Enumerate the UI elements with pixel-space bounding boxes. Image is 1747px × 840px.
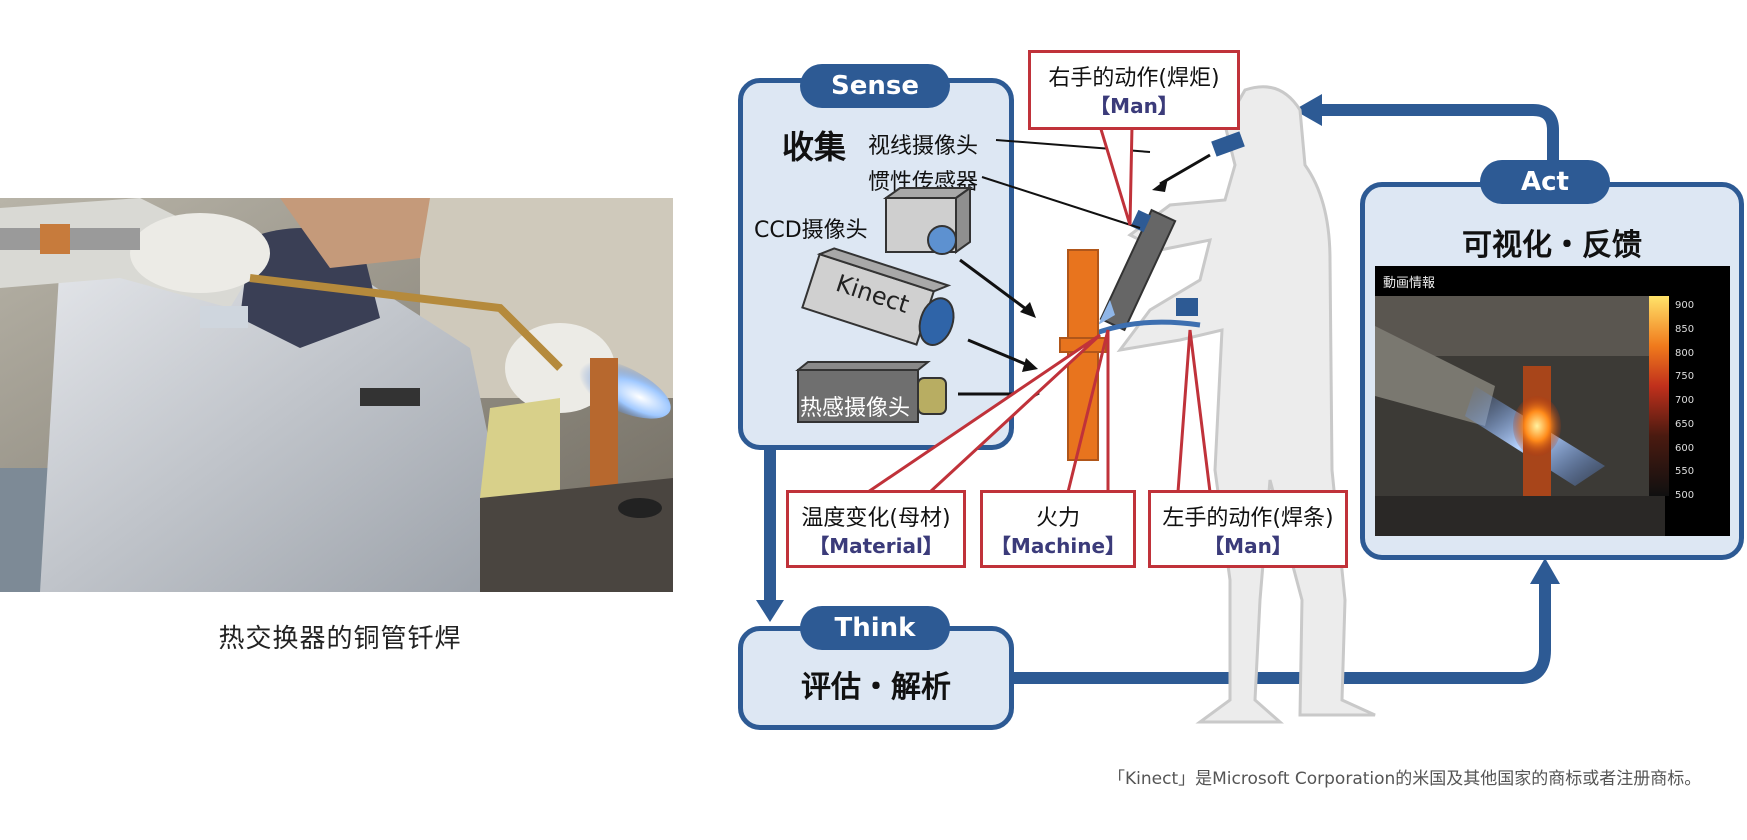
scale-tick-label: 850 (1675, 323, 1695, 335)
brazing-photo (0, 198, 673, 592)
gaze-camera-label: 视线摄像头 (868, 134, 979, 159)
kinect-icon (801, 247, 955, 346)
thermal-video-frame (1375, 296, 1669, 536)
sense-tag: Sense (800, 64, 950, 108)
think-tag: Think (800, 606, 950, 650)
act-tag: Act (1480, 160, 1610, 204)
thermal-camera-icon (795, 361, 947, 423)
callout-temperature-tag: 【Material】 (809, 534, 943, 558)
scale-tick-label: 800 (1675, 347, 1695, 359)
scale-tick-label: 550 (1675, 466, 1695, 478)
callout-flame: 火力 【Machine】 (980, 490, 1136, 568)
callout-left-hand-label: 左手的动作(焊条) (1162, 506, 1334, 531)
ccd-camera-icon (882, 186, 974, 255)
think-title: 评估・解析 (801, 670, 951, 705)
callout-flame-label: 火力 (1035, 506, 1080, 531)
callout-flame-tag: 【Machine】 (990, 534, 1126, 558)
scale-tick-label: 900 (1675, 300, 1695, 311)
scale-tick-label: 600 (1675, 442, 1695, 454)
photo-caption: 热交换器的铜管钎焊 (218, 624, 462, 654)
callout-right-hand: 右手的动作(焊炬) 【Man】 (1028, 50, 1240, 130)
callout-temperature: 温度变化(母材) 【Material】 (786, 490, 966, 568)
thermal-camera-label: 热感摄像头 (800, 396, 911, 421)
scale-tick-label: 500 (1675, 490, 1695, 501)
feedback-video-screen: 動画情報 900 850 800 750 700 650 600 550 500 (1375, 266, 1730, 536)
callout-temperature-label: 温度变化(母材) (801, 506, 951, 531)
screen-title: 動画情報 (1383, 276, 1436, 291)
ccd-camera-label: CCD摄像头 (754, 218, 868, 243)
temperature-scale: 900 850 800 750 700 650 600 550 500 (1675, 300, 1725, 501)
scale-tick-label: 700 (1675, 395, 1695, 406)
sense-title: 收集 (782, 128, 847, 166)
callout-left-hand: 左手的动作(焊条) 【Man】 (1148, 490, 1348, 568)
scale-tick-label: 750 (1675, 371, 1695, 383)
callout-right-hand-label: 右手的动作(焊炬) (1048, 66, 1220, 91)
callout-left-hand-tag: 【Man】 (1204, 534, 1292, 558)
trademark-footnote: 「Kinect」是Microsoft Corporation的米国及其他国家的商… (1108, 769, 1702, 789)
scale-tick-label: 650 (1675, 418, 1695, 430)
act-title: 可视化・反馈 (1462, 228, 1642, 263)
callout-right-hand-tag: 【Man】 (1090, 94, 1178, 118)
